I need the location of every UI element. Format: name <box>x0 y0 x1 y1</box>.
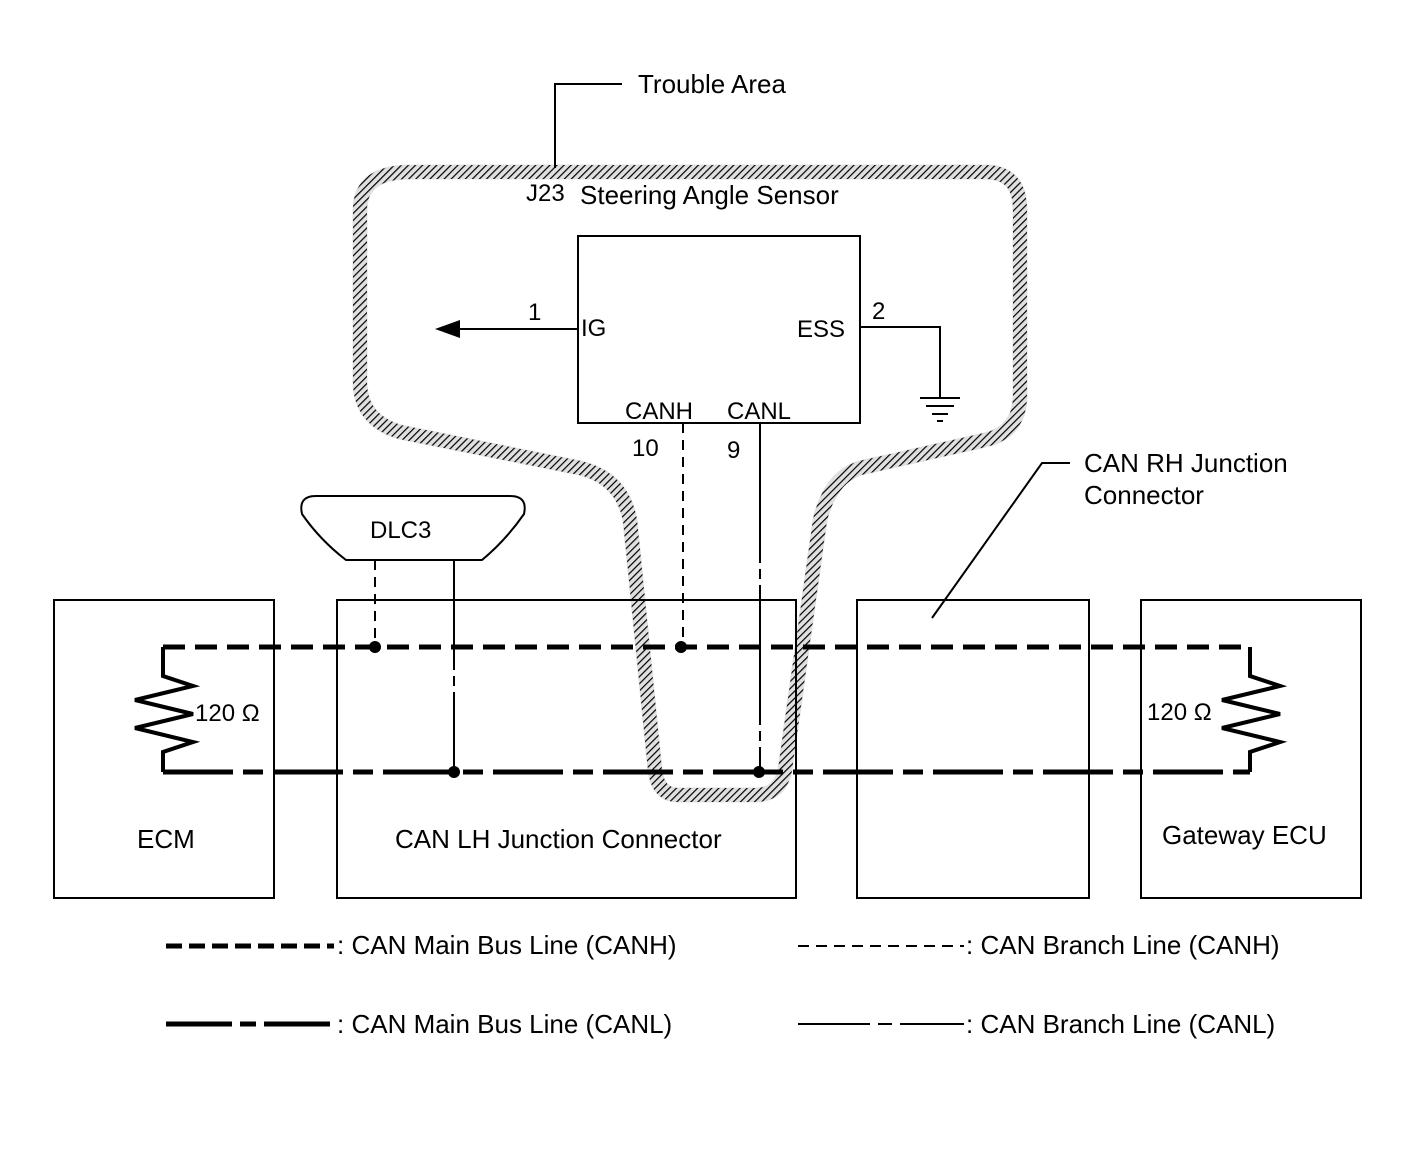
rh-junction-label-line2: Connector <box>1084 480 1204 510</box>
gateway-ecu-label: Gateway ECU <box>1162 820 1327 850</box>
can-rh-junction-box <box>856 599 1090 899</box>
gateway-ecu-box <box>1140 599 1362 899</box>
pin-canl-name: CANL <box>727 398 791 425</box>
junction-dot <box>448 766 460 778</box>
ess-wire <box>860 326 941 398</box>
pin-ig-number: 1 <box>528 299 541 326</box>
dlc3-label: DLC3 <box>370 517 431 544</box>
legend-label-branch-canh: : CAN Branch Line (CANH) <box>966 930 1280 960</box>
trouble-area-leader <box>554 83 622 168</box>
sensor-code-label: J23 <box>526 180 565 207</box>
can-lh-junction-label: CAN LH Junction Connector <box>395 824 722 854</box>
rh-junction-label-line1: CAN RH Junction <box>1084 448 1288 478</box>
rh-junction-leader <box>931 462 1070 619</box>
junction-dot <box>369 641 381 653</box>
ground-icon <box>920 397 960 422</box>
ecm-resistor-label: 120 Ω <box>195 700 260 727</box>
sensor-name-label: Steering Angle Sensor <box>580 180 839 210</box>
can-lh-junction-box <box>336 599 797 899</box>
pin-ig-name: IG <box>581 315 606 342</box>
pin-canh-number: 10 <box>632 435 659 462</box>
trouble-area-label: Trouble Area <box>638 69 786 99</box>
ecm-label: ECM <box>137 824 195 854</box>
junction-dot <box>753 766 765 778</box>
pin-ess-number: 2 <box>872 298 885 325</box>
ecm-box <box>53 599 275 899</box>
pin-canl-number: 9 <box>727 437 740 464</box>
dlc3-connector <box>300 495 526 561</box>
junction-dot <box>675 641 687 653</box>
gateway-resistor-icon <box>1221 647 1288 772</box>
pin-ess-name: ESS <box>797 316 845 343</box>
trouble-area-outline <box>352 164 1028 803</box>
pin-canh-name: CANH <box>625 398 693 425</box>
ig-arrow-icon <box>435 320 460 338</box>
legend-label-main-canl: : CAN Main Bus Line (CANL) <box>337 1009 672 1039</box>
ecm-resistor-icon <box>134 647 201 772</box>
gateway-resistor-label: 120 Ω <box>1147 699 1212 726</box>
legend-label-main-canh: : CAN Main Bus Line (CANH) <box>337 930 677 960</box>
legend-label-branch-canl: : CAN Branch Line (CANL) <box>966 1009 1275 1039</box>
legend: : CAN Main Bus Line (CANH) : CAN Branch … <box>166 930 1280 1039</box>
